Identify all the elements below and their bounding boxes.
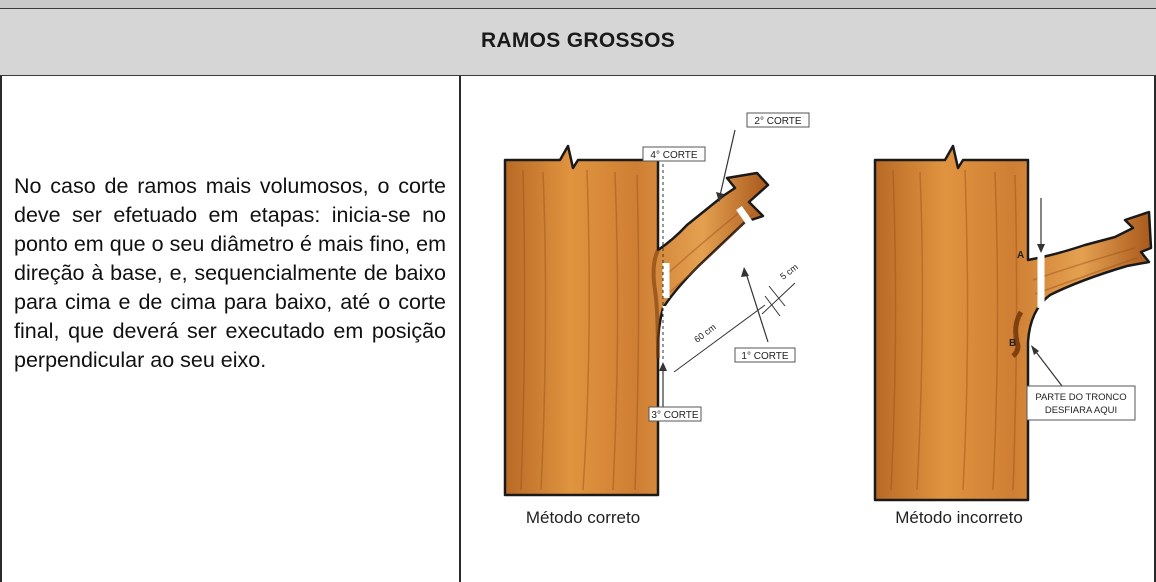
illustration-cell: 4° CORTE 2° CORTE 1° CORTE 3° CORTE 60 c… bbox=[465, 80, 1153, 580]
tree-incorrect: A B bbox=[873, 144, 1153, 502]
column-divider bbox=[459, 76, 461, 582]
label-cut2: 2° CORTE bbox=[754, 116, 801, 127]
note-line1: PARTE DO TRONCO bbox=[1035, 392, 1126, 403]
label-cut1: 1° CORTE bbox=[741, 351, 788, 362]
body-paragraph: No caso de ramos mais volumosos, o corte… bbox=[14, 174, 446, 372]
label-box-cut2 bbox=[746, 112, 810, 128]
text-cell: No caso de ramos mais volumosos, o corte… bbox=[14, 172, 446, 375]
top-strip bbox=[0, 0, 1156, 8]
label-box-cut1 bbox=[734, 347, 796, 363]
dim-5cm: 5 cm bbox=[778, 262, 800, 282]
label-cut3: 3° CORTE bbox=[651, 410, 698, 421]
mark-a: A bbox=[1017, 250, 1024, 261]
page-title: RAMOS GROSSOS bbox=[480, 29, 676, 52]
note-box bbox=[1026, 385, 1136, 421]
tree-correct bbox=[503, 129, 796, 497]
caption-correct: Método correto bbox=[526, 508, 640, 527]
label-box-cut4 bbox=[642, 146, 706, 162]
label-box-cut3 bbox=[648, 406, 702, 422]
caption-incorrect: Método incorreto bbox=[895, 508, 1023, 527]
note-line2: DESFIARA AQUI bbox=[1045, 405, 1117, 416]
table-header: RAMOS GROSSOS bbox=[0, 8, 1156, 76]
label-cut4: 4° CORTE bbox=[650, 150, 697, 161]
dim-60cm: 60 cm bbox=[692, 322, 718, 345]
mark-b: B bbox=[1009, 338, 1016, 349]
pruning-diagram: 4° CORTE 2° CORTE 1° CORTE 3° CORTE 60 c… bbox=[503, 112, 1153, 527]
